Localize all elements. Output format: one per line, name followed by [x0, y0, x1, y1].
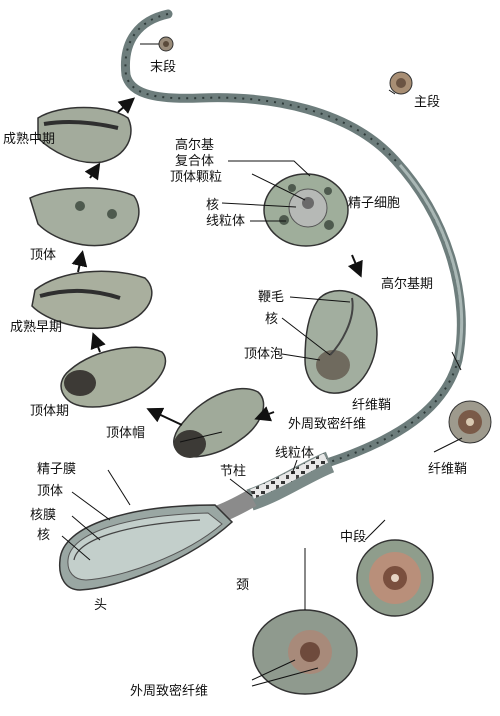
label-outer-dense-fibers: 外周致密纤维 [288, 417, 367, 432]
end-piece-section [158, 36, 174, 52]
label-acrosome: 顶体 [37, 484, 64, 499]
label-maturation-early: 成熟早期 [10, 320, 63, 335]
neck-section [252, 609, 358, 695]
label-spermatid: 精子细胞 [348, 196, 401, 211]
label-mitochondria: 线粒体 [275, 446, 315, 461]
label-acrosome-period: 顶体期 [30, 404, 70, 419]
label-acrosomal-granule: 顶体颗粒 [170, 170, 223, 185]
label-fibrous-sheath: 纤维鞘 [352, 398, 392, 413]
label-head-cap: 顶体帽 [106, 426, 146, 441]
label-sperm-membrane: 精子膜 [37, 462, 77, 477]
acrosome-phase-cell [29, 187, 140, 247]
label-golgi-complex-2: 复合体 [175, 154, 215, 169]
middle-piece-section [356, 539, 434, 617]
label-outer-dense-fibers-cs: 外周致密纤维 [130, 684, 209, 699]
acrosome-period-cell-b [60, 346, 167, 408]
label-principal-piece: 主段 [414, 95, 441, 110]
label-head: 头 [94, 598, 108, 613]
sperm-tail [120, 9, 466, 467]
principal-piece-section [389, 71, 413, 95]
label-nucleus: 核 [37, 528, 51, 543]
maturation-mid-cell [37, 106, 132, 164]
label-maturation-mid: 成熟中期 [3, 132, 56, 147]
label-middle-piece: 中段 [340, 530, 367, 545]
label-nucleus-spermatid: 核 [206, 198, 220, 213]
label-acrosomal-vesicle: 顶体泡 [244, 347, 284, 362]
fibrous-sheath-section [448, 400, 492, 444]
label-flagellum: 鞭毛 [258, 290, 285, 305]
label-nucleus-golgi: 核 [265, 312, 279, 327]
label-acrosome-phase: 顶体 [30, 248, 57, 263]
acrosome-period-cell-a [173, 387, 265, 458]
label-mitochondria-spermatid: 线粒体 [206, 214, 246, 229]
middle-piece [246, 451, 335, 511]
label-neck: 颈 [236, 578, 250, 593]
maturation-early-cell [31, 270, 153, 330]
label-fibrous-sheath-cs: 纤维鞘 [428, 462, 468, 477]
label-segmented-column: 节柱 [220, 464, 247, 479]
golgi-phase-cell [304, 290, 378, 394]
development-arrows [71, 97, 363, 426]
sperm-head [58, 504, 234, 591]
leader-lines [61, 43, 463, 687]
label-end-piece: 末段 [150, 60, 177, 75]
label-golgi-complex-1: 高尔基 [175, 138, 215, 153]
label-nuclear-envelope: 核膜 [30, 508, 57, 523]
spermatid-cell [263, 173, 349, 247]
label-golgi-phase: 高尔基期 [381, 277, 434, 292]
